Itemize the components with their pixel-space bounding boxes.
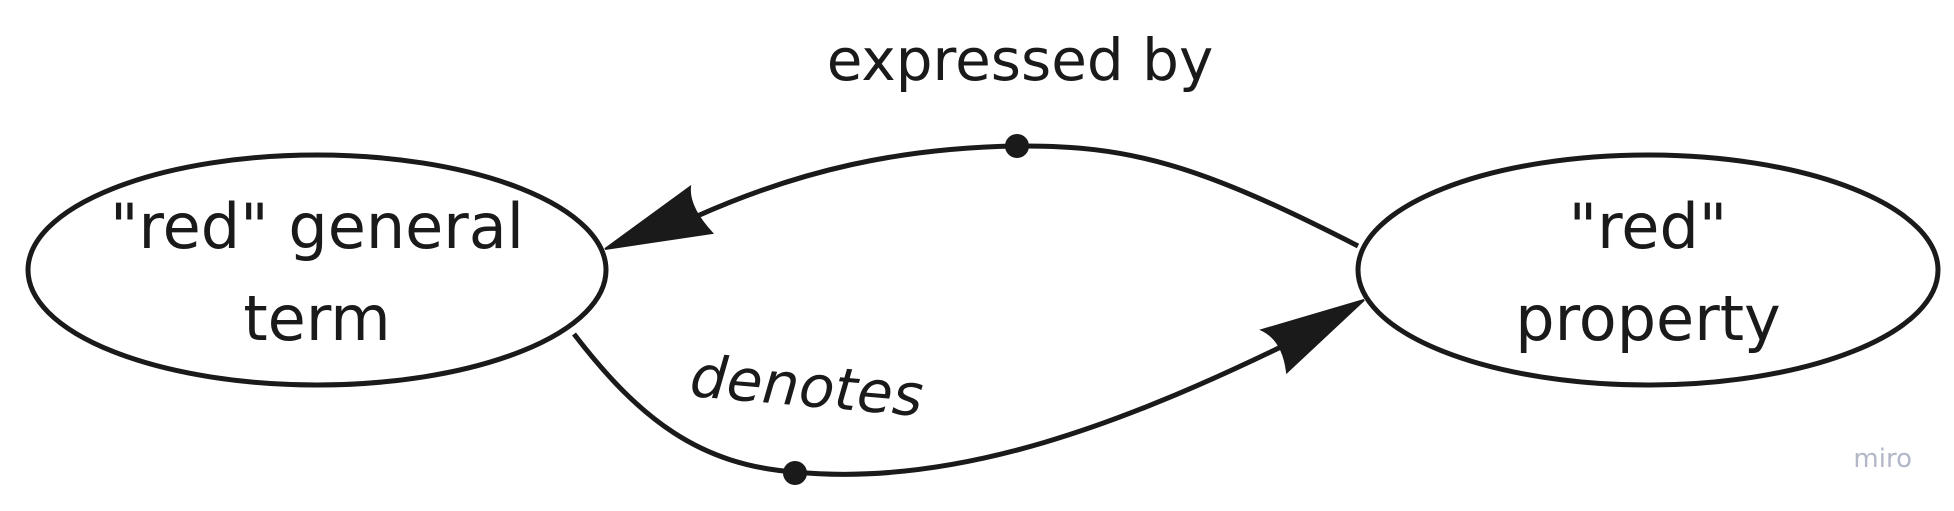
- node-general-term[interactable]: "red" general term: [25, 152, 609, 388]
- node-property-label-line-2: property: [1515, 282, 1780, 355]
- node-general-term-label-line-2: term: [243, 282, 390, 355]
- edge-expressed-by-handle: [1005, 134, 1029, 158]
- node-property[interactable]: "red" property: [1355, 152, 1941, 388]
- edge-denotes-label: denotes: [688, 342, 926, 430]
- node-property-shape: [1355, 152, 1941, 388]
- edge-expressed-by-label: expressed by: [827, 26, 1214, 94]
- edge-expressed-by-line: [693, 143, 1360, 249]
- edge-denotes-line: [572, 332, 1287, 477]
- edge-denotes[interactable]: denotes: [572, 299, 1365, 485]
- edge-denotes-arrowhead: [1259, 299, 1365, 375]
- edge-denotes-handle: [783, 461, 807, 485]
- node-property-label-line-1: "red": [1569, 190, 1728, 263]
- edge-expressed-by[interactable]: expressed by: [604, 26, 1360, 250]
- node-general-term-label-line-1: "red" general: [110, 190, 524, 263]
- edge-expressed-by-arrowhead: [604, 184, 715, 250]
- miro-watermark: miro: [1853, 444, 1912, 474]
- node-general-term-shape: [25, 152, 609, 388]
